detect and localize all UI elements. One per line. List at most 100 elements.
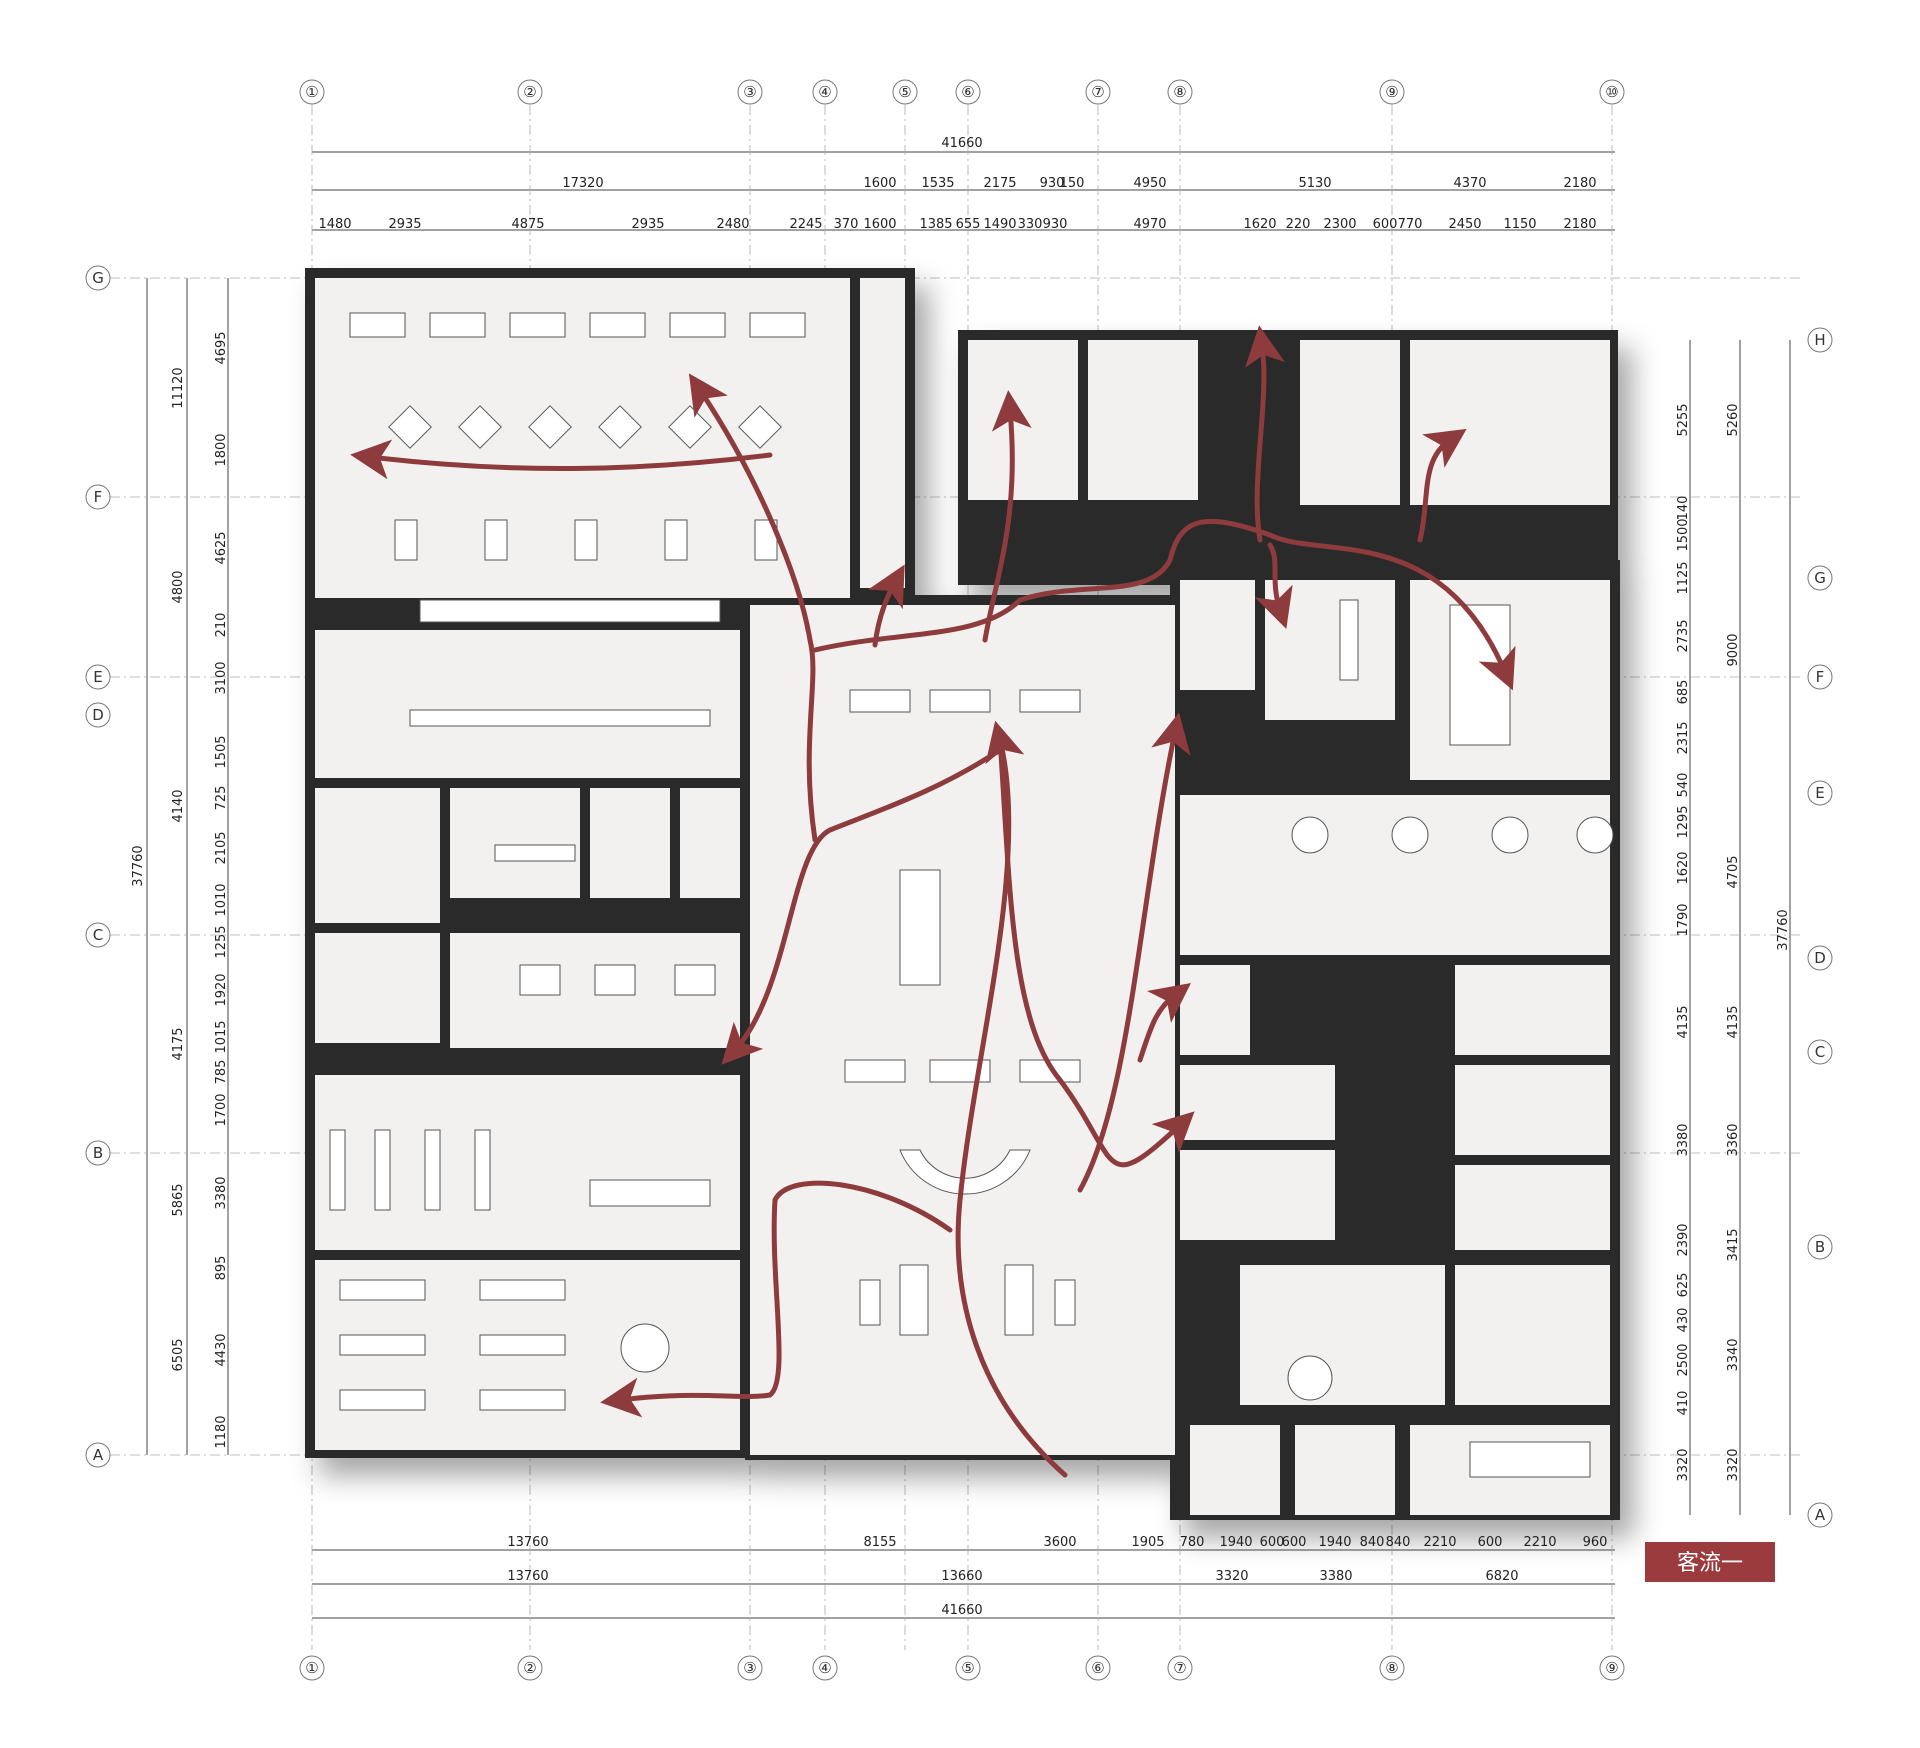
- dim-top3-5: 2480: [716, 217, 749, 232]
- axis-left-B: B: [93, 1144, 103, 1162]
- axis-top-1: ①: [305, 83, 318, 101]
- axis-top-7: ⑦: [1091, 83, 1104, 101]
- dim-right-inner-2: 140: [1676, 496, 1691, 521]
- dim-top3-11: 1490: [983, 217, 1016, 232]
- dim-left-inner-4: 210: [214, 613, 229, 638]
- dim-top2-3: 1535: [921, 176, 954, 191]
- dim-top2-2: 1600: [863, 176, 896, 191]
- axis-bottom-7: ⑦: [1173, 1659, 1186, 1677]
- dim-right-mid-5: 3360: [1726, 1123, 1741, 1156]
- dim-top3-4: 2935: [631, 217, 664, 232]
- axis-top-5: ⑤: [898, 83, 911, 101]
- axis-top-3: ③: [743, 83, 756, 101]
- dim-top3-8: 1600: [863, 217, 896, 232]
- dim-top2-4: 2175: [983, 176, 1016, 191]
- dim-bottom1-13: 600: [1478, 1535, 1503, 1550]
- dim-top3-17: 2300: [1323, 217, 1356, 232]
- axis-left-C: C: [93, 926, 103, 944]
- dim-right-inner-8: 540: [1676, 773, 1691, 798]
- flow-path-lobby-south: [997, 737, 1195, 1168]
- flow-path-dining-west: [350, 439, 773, 480]
- dim-left-inner-11: 1920: [214, 973, 229, 1006]
- flow-path-east-lower: [1137, 982, 1191, 1063]
- dim-bottom2-4: 3380: [1319, 1569, 1352, 1584]
- dimension-lines: [146, 151, 1791, 1619]
- axis-right-G: G: [1814, 569, 1826, 587]
- dim-right-mid-7: 3340: [1726, 1338, 1741, 1371]
- dim-right-mid-1: 5260: [1726, 403, 1741, 436]
- dim-bottom1-5: 780: [1180, 1535, 1205, 1550]
- dim-top3-10: 655: [956, 217, 981, 232]
- dim-left-inner-16: 895: [214, 1256, 229, 1281]
- dim-bottom1-14: 2210: [1523, 1535, 1556, 1550]
- dim-right-inner-10: 1620: [1676, 851, 1691, 884]
- dim-left-inner-8: 2105: [214, 831, 229, 864]
- axis-bottom-8: ⑧: [1385, 1659, 1398, 1677]
- axis-top-9: ⑨: [1385, 83, 1398, 101]
- axis-left-D: D: [92, 706, 104, 724]
- dim-right-mid-2: 9000: [1726, 633, 1741, 666]
- rooms: [315, 278, 1610, 1515]
- flow-path-ne-room: [1417, 428, 1467, 543]
- dim-right-mid-4: 4135: [1726, 1005, 1741, 1038]
- legend-label: 客流一: [1677, 1551, 1743, 1576]
- dimension-labels: 41660 17320 1600 1535 2175 930 150 4950 …: [131, 136, 1791, 1618]
- axis-top-4: ④: [818, 83, 831, 101]
- dim-top3-21: 1150: [1503, 217, 1536, 232]
- dim-top3-1: 1480: [318, 217, 351, 232]
- dim-left-mid-5: 5865: [171, 1183, 186, 1216]
- dim-top2-8: 5130: [1298, 176, 1331, 191]
- flow-path-east-room: [1254, 542, 1293, 629]
- dim-top3-7: 370: [834, 217, 859, 232]
- axis-right-B: B: [1815, 1238, 1825, 1256]
- dim-right-inner-12: 4135: [1676, 1005, 1691, 1038]
- dim-bottom1-7: 600: [1260, 1535, 1285, 1550]
- axis-right-H: H: [1814, 331, 1825, 349]
- dim-right-inner-4: 1125: [1676, 561, 1691, 594]
- visitor-flow: [350, 325, 1516, 1478]
- dim-bottom1-1: 13760: [507, 1535, 548, 1550]
- dim-left-inner-18: 1180: [214, 1415, 229, 1448]
- dim-left-inner-12: 1015: [214, 1020, 229, 1053]
- dim-top3-19: 770: [1398, 217, 1423, 232]
- dim-bottom1-11: 840: [1386, 1535, 1411, 1550]
- axis-bottom-2: ②: [523, 1659, 536, 1677]
- axis-bottom-1: ①: [305, 1659, 318, 1677]
- dim-left-inner-10: 1255: [214, 925, 229, 958]
- dim-top3-6: 2245: [789, 217, 822, 232]
- axis-markers: [85, 79, 1833, 1681]
- dim-right-inner-16: 430: [1676, 1308, 1691, 1333]
- dim-right-total: 37760: [1776, 909, 1791, 950]
- dim-top3-12: 330: [1018, 217, 1043, 232]
- axis-right-E: E: [1815, 784, 1824, 802]
- dim-right-inner-13: 3380: [1676, 1123, 1691, 1156]
- axis-bottom-4: ④: [818, 1659, 831, 1677]
- dim-right-mid-8: 3320: [1726, 1448, 1741, 1481]
- dim-bottom1-6: 1940: [1219, 1535, 1252, 1550]
- dim-left-inner-2: 1800: [214, 433, 229, 466]
- dim-top3-16: 220: [1286, 217, 1311, 232]
- dim-right-inner-7: 2315: [1676, 721, 1691, 754]
- dim-right-inner-3: 1500: [1676, 518, 1691, 551]
- dim-bottom1-15: 960: [1583, 1535, 1608, 1550]
- dim-left-inner-15: 3380: [214, 1176, 229, 1209]
- legend-badge: 客流一: [1645, 1542, 1775, 1582]
- dim-right-inner-9: 1295: [1676, 805, 1691, 838]
- flow-path-east-corridor: [1077, 712, 1191, 1193]
- dim-top2-10: 2180: [1563, 176, 1596, 191]
- dim-left-inner-7: 725: [214, 786, 229, 811]
- furniture: [329, 312, 1614, 1478]
- dim-left-mid-1: 11120: [171, 367, 186, 408]
- dim-bottom2-2: 13660: [941, 1569, 982, 1584]
- dim-top3-2: 2935: [388, 217, 421, 232]
- dim-left-inner-5: 3100: [214, 661, 229, 694]
- dim-right-inner-5: 2735: [1676, 619, 1691, 652]
- dim-top3-14: 4970: [1133, 217, 1166, 232]
- dim-top2-1: 17320: [562, 176, 603, 191]
- dim-right-mid-3: 4705: [1726, 855, 1741, 888]
- dim-right-inner-1: 5255: [1676, 403, 1691, 436]
- dim-left-total: 37760: [131, 845, 146, 886]
- dim-bottom2-5: 6820: [1485, 1569, 1518, 1584]
- dim-right-inner-11: 1790: [1676, 903, 1691, 936]
